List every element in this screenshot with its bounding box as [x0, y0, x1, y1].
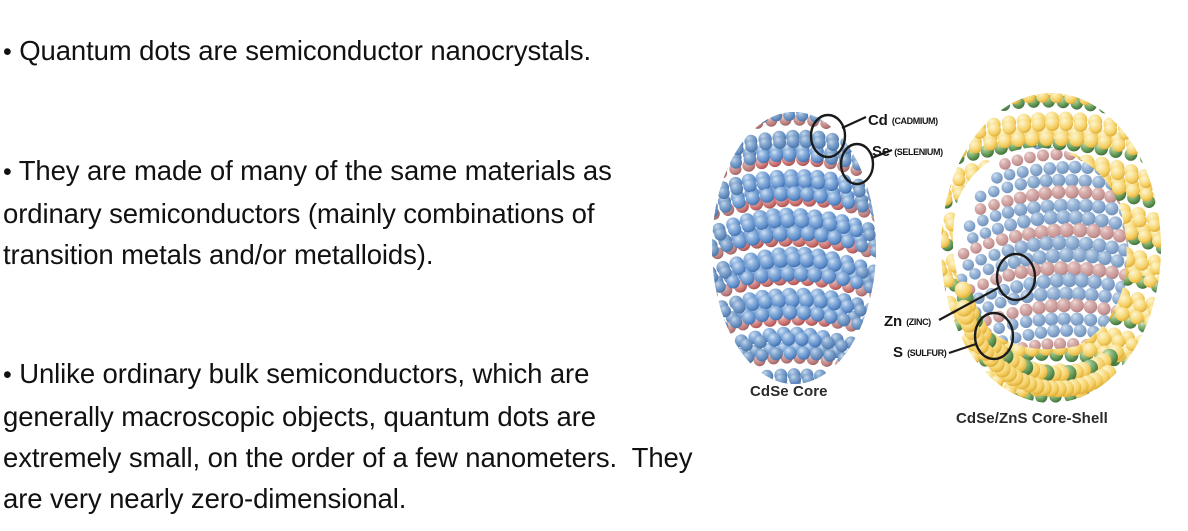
callout-line-se: [871, 148, 893, 160]
caption-cdse-zns-core-shell: CdSe/ZnS Core-Shell: [956, 410, 1108, 427]
label-selenium-name: (SELENIUM): [894, 147, 943, 157]
label-cadmium-name: (CADMIUM): [891, 116, 938, 126]
label-zinc: Zn (ZINC): [884, 313, 931, 331]
bullet-point-3: • Unlike ordinary bulk semiconductors, w…: [3, 353, 703, 519]
callout-line-cd: [841, 116, 867, 129]
callout-circle-se: [839, 142, 875, 186]
callout-line-zn: [938, 287, 999, 321]
bullet-point-2: • They are made of many of the same mate…: [3, 150, 703, 275]
bullet-text: They are made of many of the same materi…: [3, 154, 620, 270]
caption-cdse-core: CdSe Core: [750, 383, 828, 400]
callout-circle-zn: [995, 252, 1037, 302]
cdse-zns-core-shell-structure: [941, 93, 1161, 403]
callout-leaders: [809, 113, 1037, 361]
label-selenium: Se (SELENIUM): [872, 143, 943, 161]
bullet-text: Quantum dots are semiconductor nanocryst…: [19, 34, 592, 66]
bullet-marker: •: [3, 37, 12, 66]
nanocrystal-illustration: [712, 93, 1161, 403]
bullet-point-1: • Quantum dots are semiconductor nanocry…: [3, 30, 703, 73]
label-cadmium: Cd (CADMIUM): [868, 112, 938, 130]
bullet-text: Unlike ordinary bulk semiconductors, whi…: [3, 357, 700, 514]
label-sulfur-symbol: S: [893, 344, 903, 361]
label-zinc-symbol: Zn: [884, 313, 902, 330]
bullet-marker: •: [3, 360, 12, 389]
callout-line-s: [948, 342, 977, 355]
callout-circle-cd: [809, 113, 847, 159]
label-zinc-name: (ZINC): [906, 317, 931, 327]
label-sulfur: S (SULFUR): [893, 344, 947, 362]
label-cadmium-symbol: Cd: [868, 112, 888, 129]
bullet-marker: •: [3, 157, 12, 186]
label-sulfur-name: (SULFUR): [907, 348, 947, 358]
callout-circle-s: [973, 311, 1015, 361]
label-selenium-symbol: Se: [872, 143, 890, 160]
quantum-dot-diagram: Cd (CADMIUM) Se (SELENIUM) Zn (ZINC) S (…: [706, 0, 1188, 531]
slide-text-column: • Quantum dots are semiconductor nanocry…: [3, 30, 703, 519]
